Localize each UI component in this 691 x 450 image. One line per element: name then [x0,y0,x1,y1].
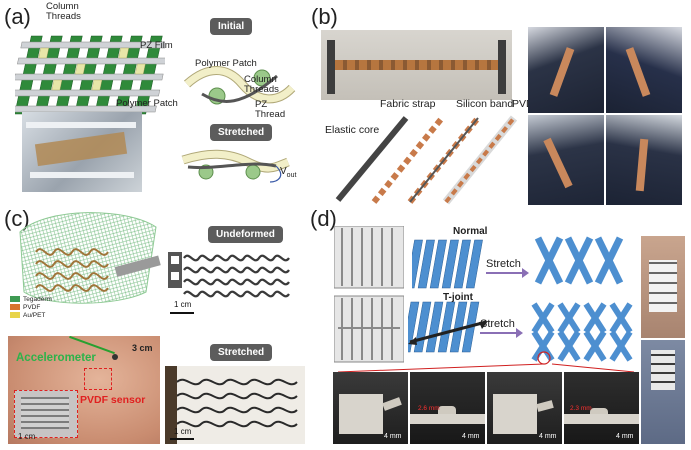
stretch-arrowhead-2 [516,328,523,338]
stretched-cross-section [181,149,290,183]
micro-scale-4: 4 mm [616,433,634,440]
scale-3cm-label: 3 cm [132,343,153,353]
arm-photo [641,236,685,338]
polymer-patch-label-2: Polymer Patch [195,58,257,69]
accelerometer-dot [112,354,118,360]
tjoint-label: T-joint [443,292,473,303]
tjoint-slats [408,301,488,353]
accelerometer-label: Accelerometer [16,352,96,364]
stretch-arrowhead-1 [522,268,529,278]
serpentine-mesh-diagram [19,212,161,304]
pz-film-label: PZ Film [140,40,173,51]
micro-photo-1 [333,372,408,444]
scale-label-undeformed: 1 cm [174,300,192,309]
scale-bar-stretched [170,438,194,440]
polymer-patch-label-1: Polymer Patch [116,98,178,109]
tag-stretched-a: Stretched [210,124,273,141]
panel-c-label: (c) [4,206,30,231]
initial-cross-section [183,66,296,105]
normal-label: Normal [453,226,488,237]
stretch-label-1: Stretch [486,258,521,270]
sensor-inset [14,390,78,438]
scale-inset-label: 1 cm [18,432,36,441]
vout-label: Vout [280,166,297,179]
stretch-label-2: Stretch [480,318,515,330]
legend-c: Tegaderm PVDF Au/PET [10,295,52,319]
panel-d-label: (d) [310,206,337,231]
chest-photo [8,336,160,444]
column-threads-label: Column Threads [46,1,81,22]
tag-undeformed: Undeformed [208,226,283,243]
panel-a-label: (a) [4,4,31,29]
normal-slats [412,239,483,289]
panel-b-label: (b) [311,4,338,29]
fabric-strap-label: Fabric strap [380,98,436,110]
tag-initial: Initial [210,18,253,35]
micro-photo-4 [564,372,639,444]
strap-photo [321,30,512,100]
column-threads-label-2: Column Threads [244,74,279,95]
stretched-lattice [531,236,633,365]
measure-label-2: 2.3 mm [570,405,592,412]
tag-stretched-c: Stretched [210,344,273,361]
legend-item-tegaderm: Tegaderm [10,295,52,303]
micro-scale-2: 4 mm [462,433,480,440]
wear-photo-2 [606,27,682,113]
pz-thread-label: PZ Thread [255,99,286,120]
legend-swatch-orange [10,304,20,310]
wear-photo-1 [528,27,604,113]
stretched-serpentine-photo [165,366,305,444]
legend-item-pvdf: PVDF [10,303,52,311]
wear-photo-3 [528,115,604,205]
wear-photo-4 [606,115,682,205]
stretch-arrow-2 [480,332,518,334]
silicon-band-label: Silicon band [456,98,514,110]
micro-scale-1: 4 mm [384,433,402,440]
scale-label-stretched: 1 cm [174,427,192,436]
cut-pattern-grid [334,226,404,363]
measure-label-1: 2.6 mm [418,405,440,412]
legend-swatch-yellow [10,312,20,318]
strap-diagrams [335,115,518,205]
micro-scale-3: 4 mm [539,433,557,440]
scale-bar-undeformed [170,312,194,314]
undeformed-serpentine [168,252,290,298]
micro-photo-2 [410,372,485,444]
device-photo [22,112,142,192]
elastic-core-label: Elastic core [325,124,380,136]
pvdf-sensor-label: PVDF sensor [80,394,146,406]
zoom-pointer-lines [337,363,635,373]
stretch-arrow-1 [486,272,524,274]
micro-photo-3 [487,372,562,444]
sock-photo [641,340,685,444]
legend-item-aupet: Au/PET [10,311,52,319]
woven-fabric-diagram [15,35,165,115]
legend-swatch-green [10,296,20,302]
pvdf-sensor-box [84,368,112,390]
